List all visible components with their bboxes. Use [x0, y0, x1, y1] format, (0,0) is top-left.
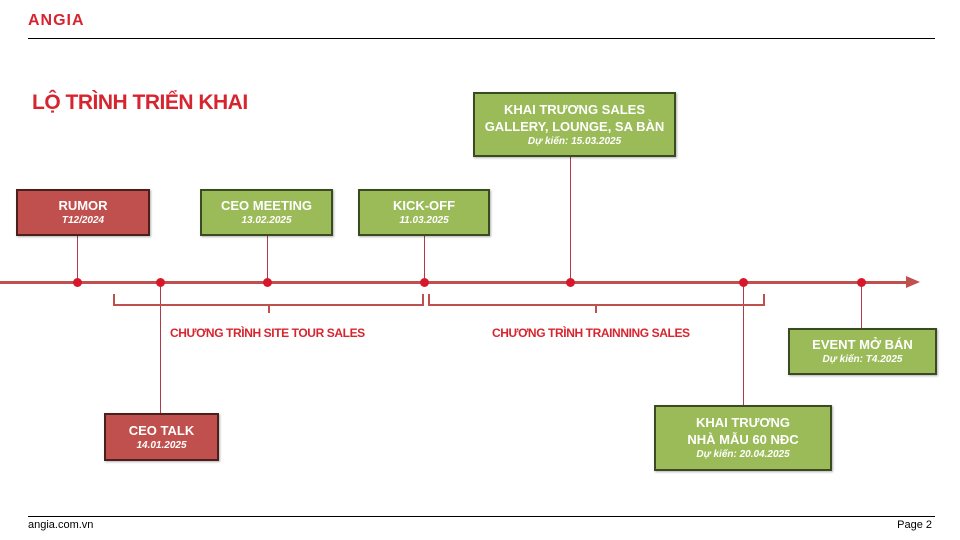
timeline-dot — [420, 278, 429, 287]
header-divider — [28, 38, 935, 39]
phase-label-site-tour: CHƯƠNG TRÌNH SITE TOUR SALES — [170, 326, 365, 340]
milestone-title: KHAI TRƯƠNG — [695, 415, 791, 430]
milestone-title: CEO MEETING — [220, 198, 312, 213]
milestone-title: KHAI TRƯƠNG SALES — [503, 101, 646, 117]
milestone-sales-gallery: KHAI TRƯƠNG SALES GALLERY, LOUNGE, SA BÀ… — [473, 92, 676, 157]
timeline-arrow-icon — [906, 276, 920, 288]
timeline-axis — [0, 281, 910, 284]
milestone-title: RUMOR — [58, 198, 108, 213]
milestone-date: 11.03.2025 — [399, 215, 449, 226]
milestone-date: 13.02.2025 — [241, 215, 292, 226]
page-title: LỘ TRÌNH TRIỂN KHAI — [32, 91, 248, 114]
timeline-dot — [566, 278, 575, 287]
milestone-title: GALLERY, LOUNGE, SA BÀN — [484, 118, 665, 134]
connector-ceo-meeting — [267, 236, 268, 282]
milestone-date: Dự kiến: 15.03.2025 — [527, 135, 622, 147]
milestone-rumor: RUMOR T12/2024 — [16, 189, 150, 236]
milestone-date: Dự kiến: 20.04.2025 — [696, 449, 790, 460]
milestone-kick-off: KICK-OFF 11.03.2025 — [358, 189, 490, 236]
timeline-dot — [263, 278, 272, 287]
bracket-tick — [595, 305, 597, 313]
milestone-title: KICK-OFF — [392, 198, 456, 213]
connector-rumor — [77, 236, 78, 282]
phase-label-training: CHƯƠNG TRÌNH TRAINNING SALES — [492, 326, 690, 340]
bracket-tick — [268, 305, 270, 313]
footer-site: angia.com.vn — [28, 519, 94, 531]
milestone-date: T12/2024 — [61, 215, 105, 226]
milestone-title: EVENT MỞ BÁN — [812, 337, 913, 352]
timeline-dot — [156, 278, 165, 287]
connector-nha-mau — [743, 283, 744, 405]
page-number: Page 2 — [897, 519, 932, 531]
timeline-dot — [73, 278, 82, 287]
milestone-nha-mau: KHAI TRƯƠNG NHÀ MẪU 60 NĐC Dự kiến: 20.0… — [654, 405, 832, 471]
connector-event — [861, 283, 862, 328]
timeline-dot — [739, 278, 748, 287]
timeline-dot — [857, 278, 866, 287]
angia-logo: ANGIA — [28, 12, 85, 29]
connector-sales-gallery — [570, 157, 571, 282]
milestone-event-mo-ban: EVENT MỞ BÁN Dự kiến: T4.2025 — [788, 328, 937, 375]
milestone-date: 14.01.2025 — [136, 439, 187, 451]
milestone-date: Dự kiến: T4.2025 — [822, 354, 903, 365]
connector-kick-off — [424, 236, 425, 282]
connector-ceo-talk — [160, 283, 161, 413]
footer-divider — [28, 516, 935, 517]
milestone-ceo-talk: CEO TALK 14.01.2025 — [104, 413, 219, 461]
milestone-title: NHÀ MẪU 60 NĐC — [687, 432, 799, 447]
milestone-title: CEO TALK — [128, 422, 195, 438]
milestone-ceo-meeting: CEO MEETING 13.02.2025 — [200, 189, 333, 236]
